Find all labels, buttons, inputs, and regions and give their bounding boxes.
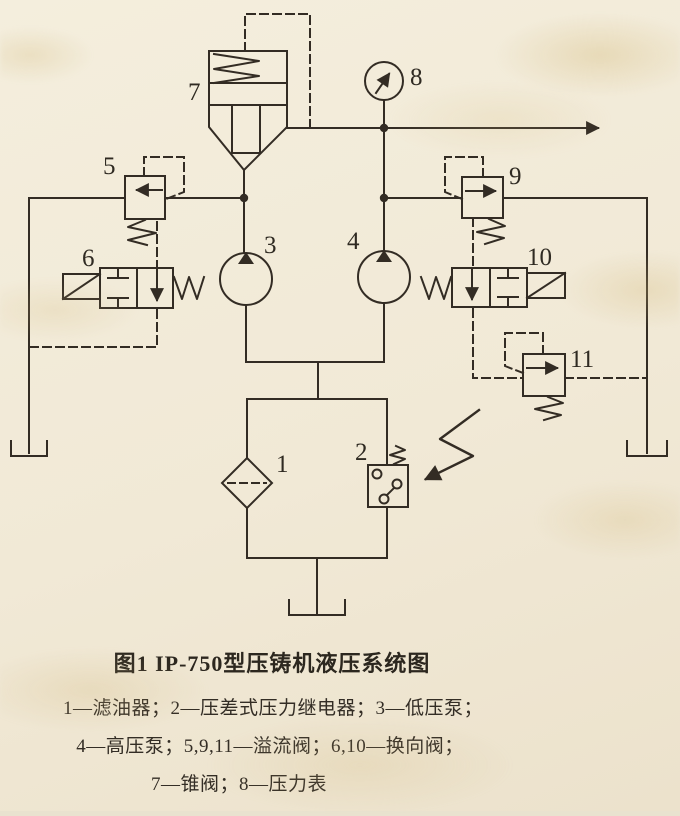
directional-valve-10: 10	[419, 244, 567, 308]
pump-label: 4	[347, 228, 360, 255]
filter-1: 1	[220, 451, 289, 510]
spring-w-icon	[172, 275, 206, 300]
left-tank-icon	[10, 440, 48, 457]
switch-lever	[385, 486, 396, 497]
spring-icon	[476, 217, 506, 246]
pump-3-low-pressure: 3	[219, 232, 277, 306]
relay-body	[367, 464, 409, 508]
pilot-line-dashed	[143, 156, 185, 201]
relief-valve-9: 9	[444, 156, 522, 246]
bottom-tank-icon	[288, 599, 346, 616]
figure-caption: 图1 IP-750型压铸机液压系统图 1—滤油器；2—压差式压力继电器；3—低压…	[63, 651, 483, 795]
cone-valve-7: 7	[188, 13, 311, 172]
valve-label: 10	[527, 244, 552, 271]
pump-output-join	[245, 302, 385, 400]
pressure-gauge-8: 8	[364, 61, 423, 101]
caption-line-2: 4—高压泵；5,9,11—溢流阀；6,10—换向阀；	[76, 735, 464, 757]
spring-icon	[534, 395, 564, 422]
pump-triangle-icon	[376, 250, 392, 262]
contact-dot	[391, 478, 403, 490]
spring-icon	[389, 444, 406, 466]
spring-icon	[212, 52, 260, 85]
gauge-needle-icon	[374, 72, 391, 95]
directional-valve-6: 6	[61, 245, 206, 309]
junction-dot	[239, 193, 249, 203]
pilot-run-right-dashed	[472, 217, 648, 379]
junction-dot	[379, 193, 389, 203]
valve-label: 5	[103, 153, 116, 180]
valve-label: 9	[509, 163, 522, 190]
contact-dot	[371, 468, 383, 480]
lightning-arrow-icon	[423, 408, 481, 481]
contact-dot	[378, 493, 390, 505]
gauge-label: 8	[410, 64, 423, 91]
gauge-dial	[364, 61, 404, 101]
pressure-relay-2: 2	[355, 439, 409, 508]
valve-body	[522, 353, 566, 397]
relay-label: 2	[355, 439, 368, 466]
valve-body	[124, 175, 166, 220]
right-branch-line	[383, 197, 648, 454]
valve-label: 11	[570, 346, 594, 373]
spring-icon	[127, 218, 157, 247]
blocked-port-icon	[497, 267, 519, 308]
cone-valve-body	[208, 50, 288, 172]
blocked-port-icon	[107, 267, 129, 309]
right-tank-icon	[626, 440, 668, 457]
junction-dot	[379, 123, 389, 133]
relief-valve-11: 11	[504, 332, 594, 422]
pilot-run-left-dashed	[28, 221, 158, 348]
pump-4-high-pressure: 4	[347, 228, 411, 304]
filter-diamond	[220, 456, 274, 510]
figure-title: 图1 IP-750型压铸机液压系统图	[114, 651, 431, 676]
spring-w-icon	[419, 275, 453, 300]
pilot-line-dashed	[504, 332, 544, 375]
relief-valve-5: 5	[103, 153, 185, 247]
valve-label: 6	[82, 245, 95, 272]
solenoid-icon	[526, 272, 566, 299]
pilot-line-dashed	[444, 156, 484, 201]
pipe-network	[10, 99, 668, 616]
cone-valve-label: 7	[188, 79, 201, 106]
solenoid-diagonal	[525, 271, 567, 300]
suction-loop	[246, 398, 388, 615]
filter-label: 1	[276, 451, 289, 478]
pilot-line-dashed	[244, 13, 311, 127]
valve-position-flow	[136, 267, 174, 309]
pump-label: 3	[264, 232, 277, 259]
valve-body	[461, 176, 504, 219]
caption-line-3: 7—锥阀；8—压力表	[151, 773, 327, 795]
pump-triangle-icon	[238, 252, 254, 264]
caption-line-1: 1—滤油器；2—压差式压力继电器；3—低压泵；	[63, 697, 483, 719]
solenoid-diagonal	[61, 272, 102, 301]
